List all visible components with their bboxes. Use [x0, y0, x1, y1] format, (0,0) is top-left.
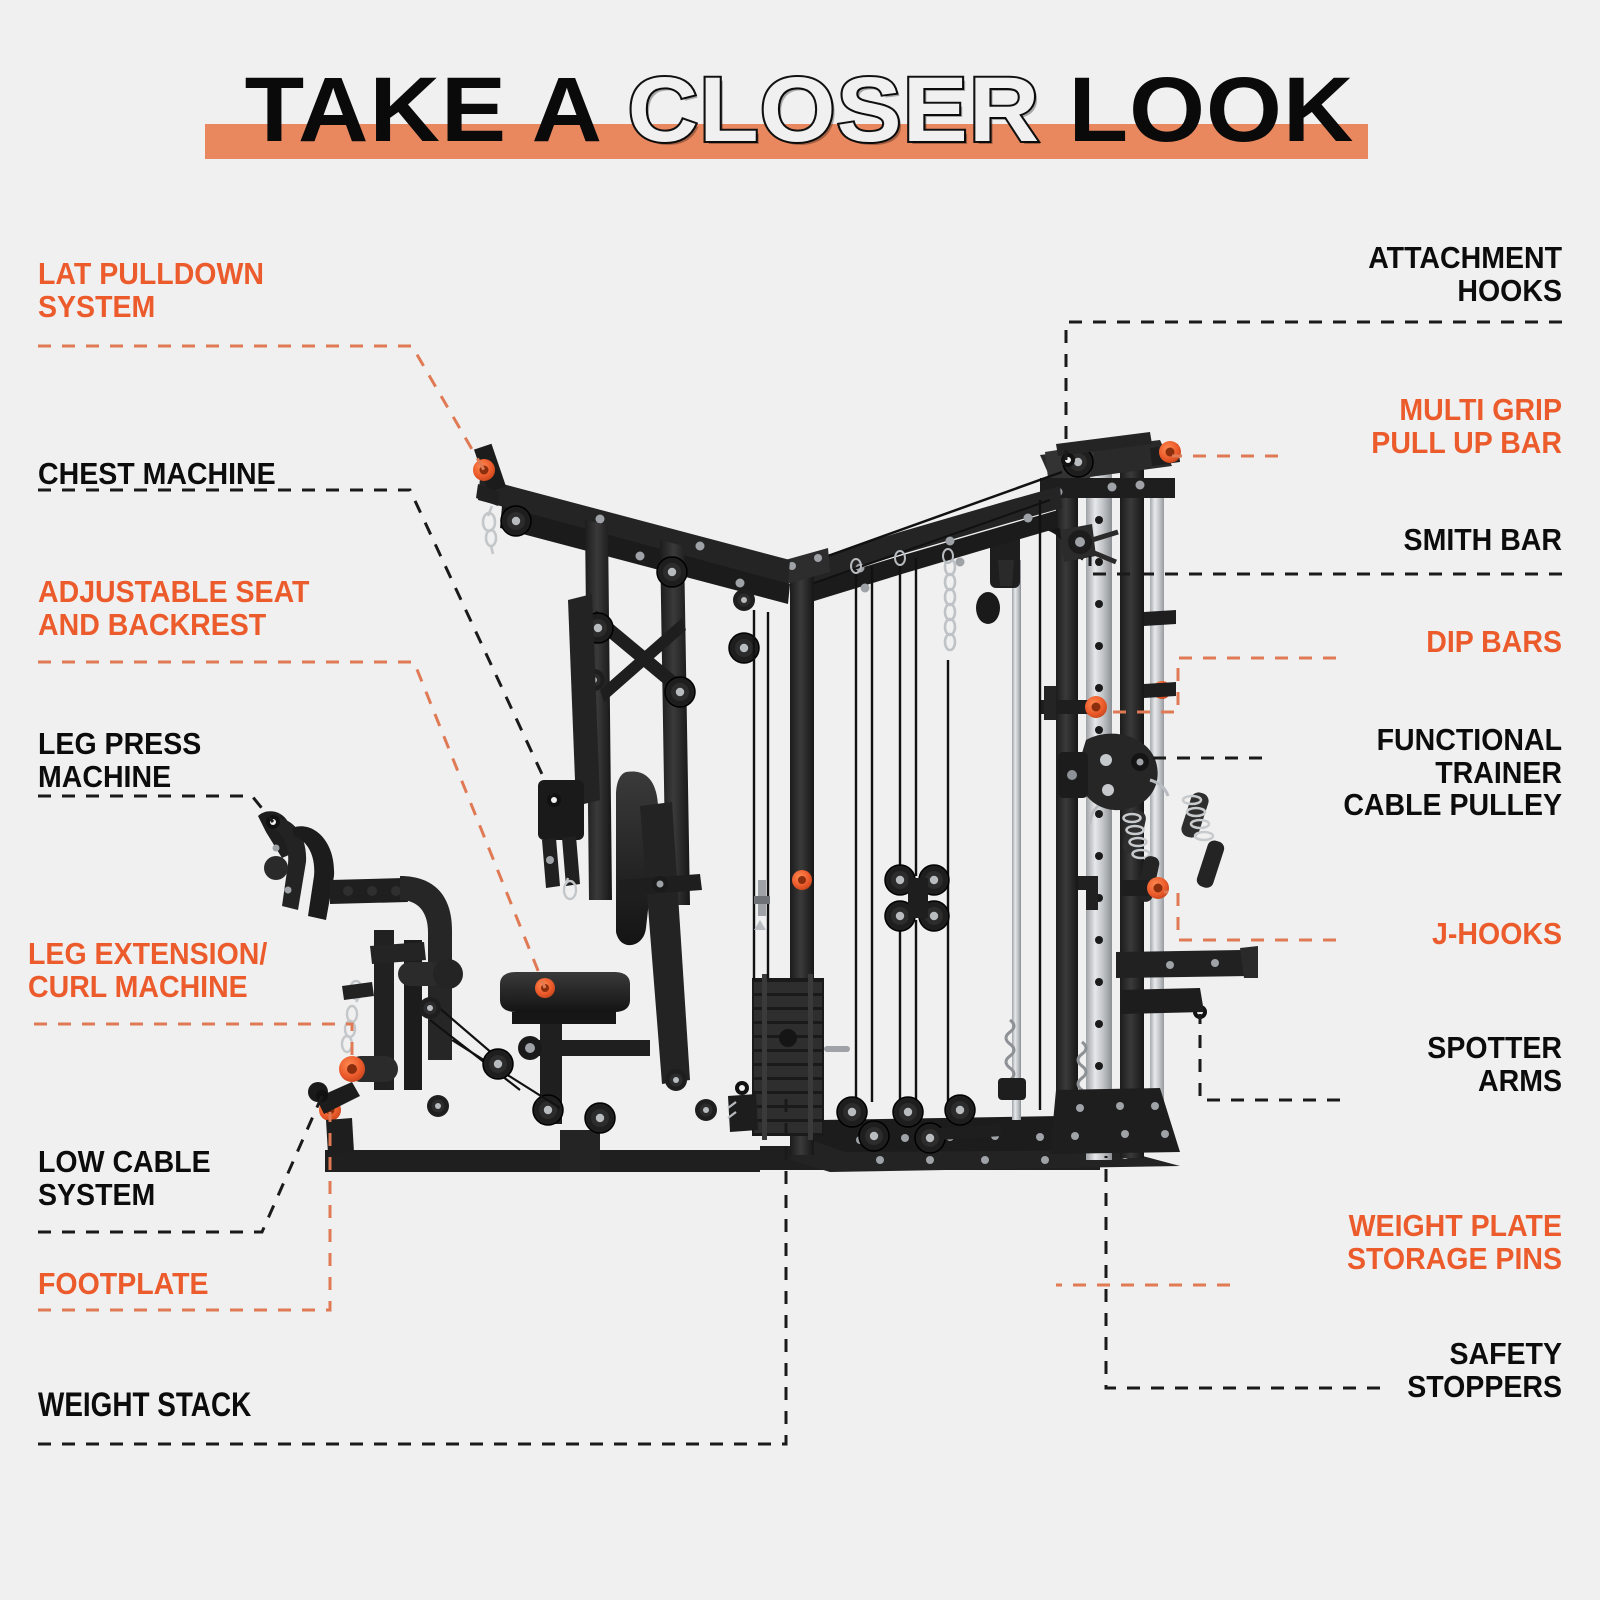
- label-spotter-arms: SPOTTER ARMS: [1427, 1030, 1562, 1098]
- label-adjustable-seat-and-backrest: ADJUSTABLE SEAT AND BACKREST: [38, 574, 310, 642]
- label-attachment-hooks: ATTACHMENT HOOKS: [1368, 240, 1562, 308]
- label-chest-machine: CHEST MACHINE: [38, 456, 276, 491]
- label-safety-stoppers: SAFETY STOPPERS: [1407, 1336, 1562, 1404]
- label-leg-extension-curl-machine: LEG EXTENSION/ CURL MACHINE: [28, 936, 268, 1004]
- title-part-highlight: CLOSER: [626, 59, 1042, 161]
- label-lat-pulldown-system: LAT PULLDOWN SYSTEM: [38, 256, 265, 324]
- label-smith-bar: SMITH BAR: [1403, 522, 1562, 557]
- label-multi-grip-pull-up-bar: MULTI GRIP PULL UP BAR: [1371, 392, 1562, 460]
- title-part-three: LOOK: [1040, 59, 1355, 161]
- label-weight-plate-storage-pins: WEIGHT PLATE STORAGE PINS: [1346, 1208, 1562, 1276]
- label-footplate: FOOTPLATE: [38, 1266, 209, 1301]
- label-weight-stack: WEIGHT STACK: [38, 1386, 252, 1424]
- label-low-cable-system: LOW CABLE SYSTEM: [38, 1144, 211, 1212]
- label-dip-bars: DIP BARS: [1426, 624, 1562, 659]
- label-functional-trainer-cable-pulley: FUNCTIONAL TRAINER CABLE PULLEY: [1343, 722, 1562, 823]
- label-leg-press-machine: LEG PRESS MACHINE: [38, 726, 202, 794]
- title-part-one: TAKE A: [245, 59, 629, 161]
- label-j-hooks: J-HOOKS: [1432, 916, 1562, 951]
- page-title: TAKE A CLOSER LOOK: [0, 40, 1600, 180]
- title-underline-bar: [205, 124, 1368, 159]
